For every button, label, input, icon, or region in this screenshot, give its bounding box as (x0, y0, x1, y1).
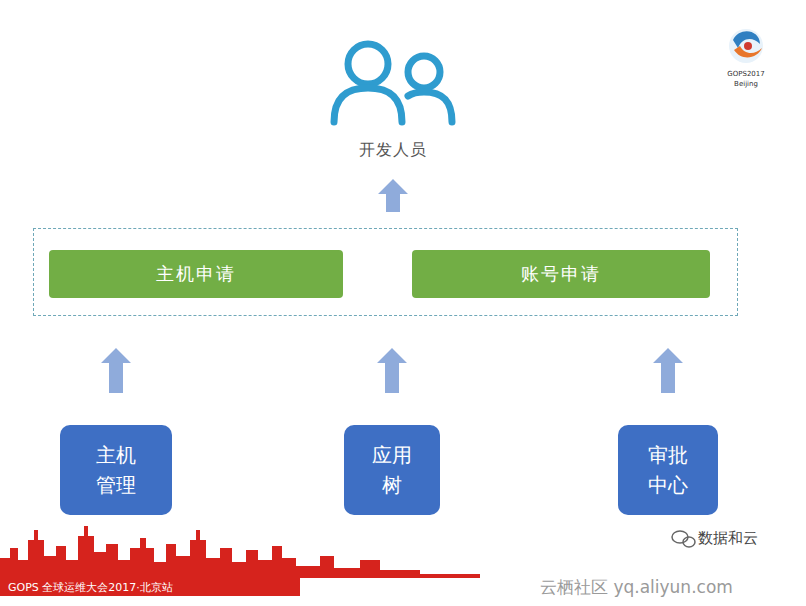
node-text: 开发人员 (359, 140, 427, 161)
block-arrow (653, 348, 683, 393)
module-box: 审批中心 (618, 425, 718, 515)
logo-text: GOPS2017 (727, 70, 764, 78)
block-arrow (101, 348, 131, 393)
node-text: 主机申请 (156, 262, 236, 286)
block-arrow (378, 179, 408, 212)
node-text: 主机管理 (94, 440, 138, 500)
event-banner: GOPS 全球运维大会2017·北京站 (8, 580, 173, 595)
group-band: 主机申请 账号申请 (33, 228, 738, 316)
process-box: 主机申请 (49, 250, 343, 298)
node-text: 审批中心 (646, 440, 690, 500)
process-box: 账号申请 (412, 250, 710, 298)
module-box: 主机管理 (60, 425, 172, 515)
gops-logo (729, 29, 763, 63)
logo-text: Beijing (734, 80, 758, 88)
people-icon (334, 44, 452, 122)
city-skyline (0, 526, 480, 596)
actor-label: 开发人员 (343, 134, 443, 167)
node-text: 账号申请 (521, 262, 601, 286)
module-box: 应用树 (344, 425, 440, 515)
watermark: 数据和云 (698, 529, 758, 548)
wechat-icon (672, 531, 695, 547)
node-text: 应用树 (370, 440, 414, 500)
watermark: 云栖社区 yq.aliyun.com (540, 576, 733, 599)
block-arrow (377, 348, 407, 393)
